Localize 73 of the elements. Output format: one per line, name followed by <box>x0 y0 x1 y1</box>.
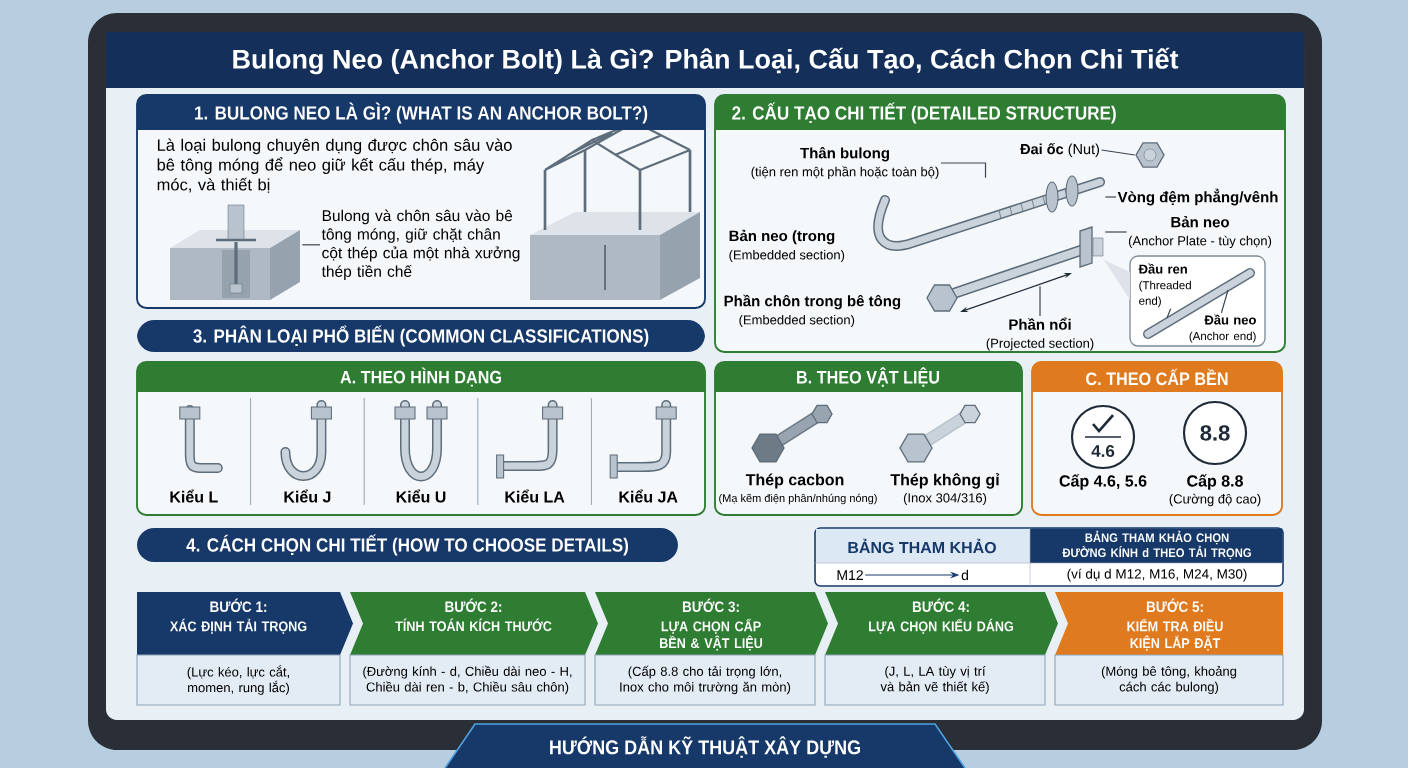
step-heading: BƯỚC 4: <box>912 598 969 613</box>
material-note: (Mạ kẽm điện phân/nhúng nóng) <box>719 493 877 505</box>
grade-caption: Cấp 4.6, 5.6 <box>1059 474 1147 490</box>
step-card <box>136 592 353 706</box>
heading-band: 1. BULONG NEO LÀ GÌ? (WHAT IS AN ANCHOR BOLT?) <box>137 95 705 130</box>
footer-banner: HƯỚNG DẪN KỸ THUẬT XÂY DỰNG <box>444 723 966 768</box>
step-heading: BƯỚC 3: <box>682 598 739 613</box>
table-cell: (ví dụ d M12, M16, M24, M30) <box>1067 568 1247 582</box>
leader-line <box>1104 231 1128 233</box>
description-text: Là loại bulong chuyên dụng được chôn sâu vào bê tông móng để neo giữ kết cấu thép, máy móc, và thiết bị <box>157 138 512 193</box>
step-description: (Móng bê tông, khoảng cách các bulong) <box>1101 666 1237 694</box>
shape-caption: Kiểu U <box>396 489 446 503</box>
step-title: LỰA CHỌN KIỂU DÁNG <box>869 618 1013 634</box>
heading-band: C. THEO CẤP BỀN <box>1032 362 1282 392</box>
section-heading-bar: 3. PHÂN LOẠI PHỔ BIẾN (COMMON CLASSIFICATIONS) <box>137 320 705 352</box>
part-label: Phần chôn trong bê tông <box>724 294 901 310</box>
heading-band: A. THEO HÌNH DẠNG <box>137 362 705 392</box>
leader-line <box>940 162 987 179</box>
step-description: (Lực kéo, lực cắt, momen, rung lắc) <box>187 665 289 695</box>
table-cell: M12 <box>837 570 863 580</box>
material-note: (Inox 304/316) <box>903 492 987 506</box>
part-label: Phần nổi (Projected section) <box>986 317 1094 351</box>
step-description: (Đường kính - d, Chiều dài neo - H, Chiều dài ren - b, Chiều sâu chôn) <box>363 665 572 695</box>
shape-caption: Kiểu JA <box>619 489 678 503</box>
part-label: Bản neo (trong <box>729 229 835 245</box>
part-label: Thân bulong (tiện ren một phần hoặc toàn bộ) <box>751 147 939 179</box>
footing-drawing <box>170 204 300 300</box>
section-heading-bar: 4. CÁCH CHỌN CHI TIẾT (HOW TO CHOOSE DETAILS) <box>137 528 678 562</box>
step-card <box>349 592 598 706</box>
leader-line <box>1166 308 1172 319</box>
heading-band: 2. CẤU TẠO CHI TIẾT (DETAILED STRUCTURE) <box>715 95 1285 130</box>
table-header: BẢNG THAM KHẢO <box>848 538 996 554</box>
reference-table <box>814 527 1284 587</box>
leader-line <box>1039 285 1041 317</box>
leader-line <box>1100 149 1136 156</box>
bolt-drawing <box>926 226 1104 312</box>
shape-caption: Kiểu L <box>170 489 218 503</box>
material-caption: Thép cacbon <box>745 473 844 489</box>
step-heading: BƯỚC 1: <box>210 598 267 613</box>
step-heading: BƯỚC 2: <box>445 598 502 613</box>
category-panel <box>714 361 1023 516</box>
shape-caption: Kiểu J <box>284 489 331 503</box>
category-panel <box>136 361 706 516</box>
part-label: Bản neo (Anchor Plate - tùy chọn) <box>1128 216 1272 248</box>
leader-line <box>1104 196 1117 198</box>
step-description: (Cấp 8.8 cho tải trọng lớn, Inox cho môi trường ăn mòn) <box>620 665 791 695</box>
part-label: Đầu ren (Threaded end) <box>1138 263 1191 308</box>
step-description: (J, L, LA tùy vị trí và bản vẽ thiết kế) <box>880 666 989 694</box>
part-label: (Embedded section) <box>729 249 845 263</box>
leader-line <box>301 244 321 246</box>
shape-caption: Kiểu LA <box>505 489 565 503</box>
callout-text: Bulong và chôn sâu vào bê tông móng, giữ chặt chân cột thép của một nhà xưởng thép tiền chế <box>321 209 520 281</box>
table-cell: d <box>961 569 968 581</box>
step-title: KIỂM TRA ĐIỀU KIỆN LẮP ĐẶT <box>1127 618 1223 651</box>
table-header: BẢNG THAM KHẢO CHỌN ĐƯỜNG KÍNH d THEO TẢI TRỌNG <box>1062 530 1251 560</box>
step-card <box>594 592 828 706</box>
step-card <box>824 592 1058 706</box>
step-card <box>1054 592 1284 706</box>
grade-caption: Cấp 8.8 <box>1187 474 1243 490</box>
grade-note: (Cường độ cao) <box>1169 493 1261 507</box>
part-label: Đai ốc (Nut) <box>1020 142 1099 158</box>
part-label: (Embedded section) <box>739 314 855 328</box>
leader-line <box>1220 289 1229 314</box>
part-label: Vòng đệm phẳng/vênh <box>1117 188 1278 206</box>
material-caption: Thép không gỉ <box>890 473 1000 489</box>
title-banner: Bulong Neo (Anchor Bolt) Là Gì? Phân Loại, Cấu Tạo, Cách Chọn Chi Tiết <box>106 32 1304 88</box>
heading-band: B. THEO VẬT LIỆU <box>715 362 1022 392</box>
step-heading: BƯỚC 5: <box>1146 598 1203 613</box>
part-label: Đầu neo (Anchor end) <box>1189 314 1256 343</box>
step-title: LỰA CHỌN CẤP BỀN & VẬT LIỆU <box>660 618 763 651</box>
step-title: TÍNH TOÁN KÍCH THƯỚC <box>395 618 552 632</box>
step-title: XÁC ĐỊNH TẢI TRỌNG <box>170 618 307 634</box>
nut-drawing <box>1135 142 1165 168</box>
